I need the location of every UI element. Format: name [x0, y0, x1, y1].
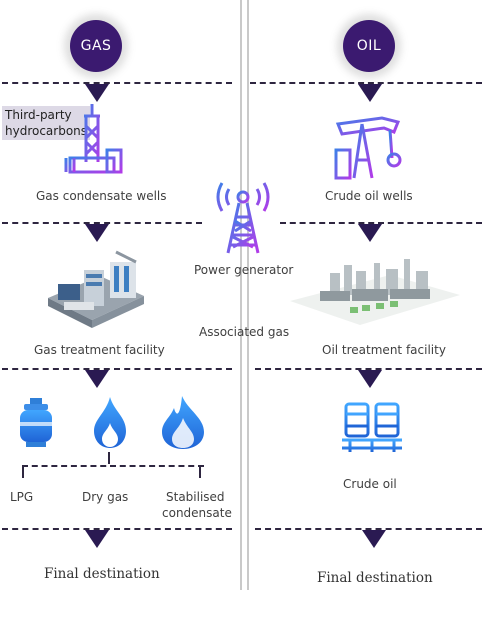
- final-destination-left: Final destination: [44, 566, 160, 582]
- callout-line-1: Third-party: [5, 108, 72, 122]
- arrow-right-2: [358, 224, 382, 242]
- dash-left-4: [2, 528, 232, 530]
- dash-right-2: [280, 222, 482, 224]
- gas-well-icon: [64, 104, 132, 180]
- dash-right-4: [255, 528, 482, 530]
- dry-gas-label: Dry gas: [82, 490, 129, 504]
- dash-left-3: [2, 368, 232, 370]
- bracket-tick-center: [108, 452, 110, 464]
- lpg-label: LPG: [10, 490, 34, 504]
- pumpjack-icon: [332, 116, 410, 184]
- crude-oil-label: Crude oil: [343, 477, 397, 491]
- dash-left-1: [2, 82, 232, 84]
- arrow-right-1: [358, 84, 382, 102]
- arrow-right-4: [362, 530, 386, 548]
- oil-badge: OIL: [343, 20, 395, 72]
- third-party-callout: Third-party hydrocarbons: [2, 106, 91, 140]
- oil-facility-label: Oil treatment facility: [322, 343, 446, 357]
- flame-icon: [94, 397, 126, 448]
- dash-right-3: [255, 368, 482, 370]
- gas-facility-icon: [48, 250, 144, 328]
- gas-facility-label: Gas treatment facility: [34, 343, 165, 357]
- gas-cylinder-icon: [20, 398, 52, 447]
- power-generator-label: Power generator: [194, 263, 294, 277]
- oil-wells-label: Crude oil wells: [325, 189, 413, 203]
- bracket-tick-left: [22, 466, 24, 478]
- stabilised-label: Stabilised: [166, 490, 225, 504]
- power-tower-icon: [216, 182, 270, 254]
- condensate-label: condensate: [162, 506, 232, 520]
- arrow-left-1: [85, 84, 109, 102]
- associated-gas-label: Associated gas: [199, 325, 290, 339]
- arrow-right-3: [358, 370, 382, 388]
- gas-wells-label: Gas condensate wells: [36, 189, 167, 203]
- center-divider: [240, 0, 249, 590]
- arrow-left-4: [85, 530, 109, 548]
- dash-right-1: [250, 82, 482, 84]
- bracket-tick-right: [199, 466, 201, 478]
- arrow-left-3: [85, 370, 109, 388]
- dash-left-2: [2, 222, 202, 224]
- gas-badge: GAS: [70, 20, 122, 72]
- arrow-left-2: [85, 224, 109, 242]
- double-flame-icon: [162, 396, 204, 449]
- oil-facility-icon: [290, 259, 460, 325]
- barrels-icon: [342, 402, 402, 452]
- final-destination-right: Final destination: [317, 570, 433, 586]
- products-bracket: [22, 465, 204, 467]
- callout-line-2: hydrocarbons: [5, 124, 88, 138]
